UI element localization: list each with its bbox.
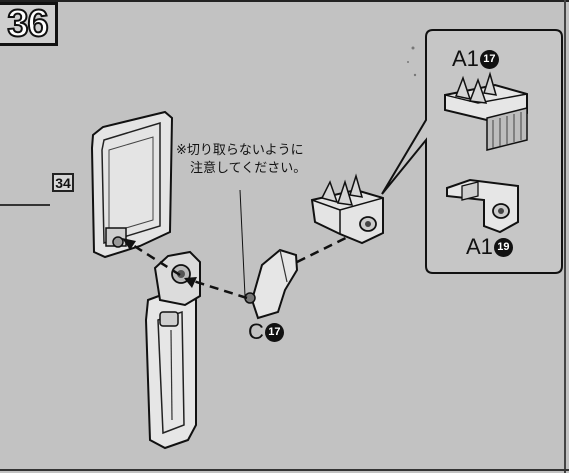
frame-top [0, 0, 569, 2]
label-a1-19-runner-badge: 19 [493, 237, 513, 257]
label-c17: C 17 [248, 319, 284, 345]
label-a1-19-letter: A1 [466, 234, 493, 259]
caution-note-line-1: ※切り取らないように [176, 143, 304, 158]
label-c17-letter: C [248, 319, 264, 344]
frame-right [564, 0, 566, 473]
note-pointer [239, 189, 246, 297]
caution-note: ※切り取らないように 注意してください。 [176, 142, 306, 178]
part-34-plate [90, 110, 174, 259]
part-c17-connector [244, 248, 299, 320]
reference-step-number: 34 [55, 174, 71, 191]
part-a1-19-base [446, 178, 519, 234]
lower-plate [144, 250, 201, 450]
label-c17-runner-badge: 17 [264, 322, 284, 342]
step-number-box: 36 [0, 2, 58, 46]
label-a1-17-runner-badge: 17 [479, 49, 499, 69]
spike-block-assembled [310, 173, 384, 245]
frame-bottom [0, 469, 569, 471]
reference-step-box: 34 [52, 173, 74, 192]
step-number: 36 [6, 2, 49, 46]
label-a1-19: A1 19 [466, 234, 513, 260]
paper-specks [407, 46, 417, 77]
label-a1-17-letter: A1 [452, 46, 479, 71]
label-a1-17: A1 17 [452, 46, 499, 72]
part-a1-17-spike [444, 71, 528, 151]
caution-note-line-2: 注意してください。 [190, 161, 307, 176]
